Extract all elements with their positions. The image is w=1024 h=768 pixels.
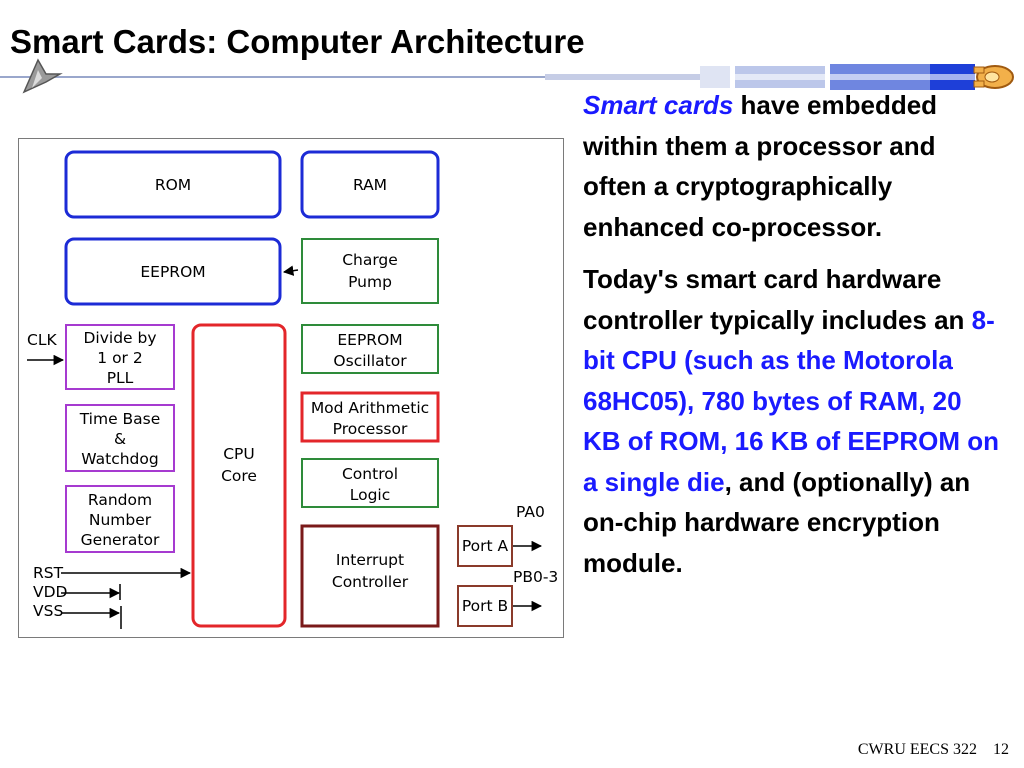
- rng-label-3: Generator: [81, 531, 160, 549]
- pa0-label: PA0: [516, 503, 545, 521]
- signal-arrows: [27, 265, 543, 629]
- eeprom-osc-label-2: Oscillator: [333, 352, 407, 370]
- cpu-label-2: Core: [221, 467, 257, 485]
- eeprom-block: EEPROM: [64, 237, 282, 306]
- paragraph-2-start: Today's smart card hardware controller t…: [583, 264, 972, 335]
- charge-pump-label-1: Charge: [342, 251, 398, 269]
- header-decoration: [0, 58, 1014, 94]
- random-number-generator-block: Random Number Generator: [65, 485, 175, 553]
- ram-block: RAM: [300, 150, 440, 219]
- divide-label-2: 1 or 2: [97, 349, 142, 367]
- slide-footer: CWRU EECS 322 12: [858, 741, 1009, 759]
- paragraph-smart-cards: Smart cards have embedded within them a …: [583, 85, 1003, 247]
- divide-pll-block: Divide by 1 or 2 PLL: [65, 324, 175, 390]
- vss-label: VSS: [33, 602, 63, 620]
- architecture-diagram: ROM RAM EEPROM Charge Pump Divide by 1 o…: [18, 138, 564, 638]
- signal-labels: CLK RST VDD VSS PA0 PB0-3: [27, 331, 558, 620]
- eeprom-osc-label-1: EEPROM: [337, 331, 402, 349]
- divide-label-3: PLL: [107, 369, 134, 387]
- charge-pump-label-2: Pump: [348, 273, 392, 291]
- paragraph-2-end: , and (optionally) an on-chip hardware e…: [583, 466, 971, 578]
- charge-pump-to-eeprom-arrow: [282, 265, 299, 276]
- control-logic-block: Control Logic: [301, 458, 439, 508]
- port-a-label: Port A: [462, 537, 509, 555]
- port-b-label: Port B: [462, 597, 508, 615]
- cpu-label-1: CPU: [223, 445, 255, 463]
- paragraph-1-rest: have embedded within them a processor an…: [583, 90, 938, 242]
- time-base-label-1: Time Base: [79, 410, 161, 428]
- vdd-label: VDD: [33, 583, 68, 601]
- port-b-block: Port B: [457, 585, 513, 627]
- starfleet-insignia-icon: [22, 58, 63, 94]
- time-base-label-3: Watchdog: [81, 450, 158, 468]
- rng-label-2: Number: [89, 511, 152, 529]
- mod-arith-label-1: Mod Arithmetic: [311, 399, 429, 417]
- slide-title: Smart Cards: Computer Architecture: [10, 23, 585, 60]
- description-text: Smart cards have embedded within them a …: [583, 85, 1003, 583]
- time-base-label-2: &: [114, 430, 126, 448]
- starship-icon: [973, 65, 1014, 89]
- eeprom-oscillator-block: EEPROM Oscillator: [301, 324, 439, 374]
- interrupt-label-1: Interrupt: [336, 551, 404, 569]
- header-rule: [0, 64, 975, 90]
- port-a-block: Port A: [457, 525, 513, 567]
- mod-arithmetic-block: Mod Arithmetic Processor: [300, 391, 440, 443]
- footer-page-number: 12: [993, 741, 1009, 758]
- rom-label: ROM: [155, 176, 191, 194]
- interrupt-controller-block: Interrupt Controller: [300, 524, 440, 628]
- mod-arith-label-2: Processor: [333, 420, 408, 438]
- control-logic-label-1: Control: [342, 465, 398, 483]
- control-logic-label-2: Logic: [350, 486, 391, 504]
- rng-label-1: Random: [88, 491, 152, 509]
- paragraph-hardware-controller: Today's smart card hardware controller t…: [583, 259, 1003, 583]
- rom-block: ROM: [64, 150, 282, 219]
- paragraph-2-highlight: 8-bit CPU (such as the Motorola 68HC05),…: [583, 304, 999, 497]
- pb0-3-label: PB0-3: [513, 568, 558, 586]
- cpu-core-block: CPU Core: [191, 323, 287, 628]
- charge-pump-block: Charge Pump: [301, 238, 439, 304]
- eeprom-label: EEPROM: [140, 263, 205, 281]
- clk-label: CLK: [27, 331, 57, 349]
- diagram-canvas: ROM RAM EEPROM Charge Pump Divide by 1 o…: [27, 150, 558, 629]
- rst-label: RST: [33, 564, 64, 582]
- smart-cards-term: Smart cards: [583, 90, 734, 120]
- ram-label: RAM: [353, 176, 387, 194]
- footer-course: CWRU EECS 322: [857, 741, 977, 758]
- interrupt-label-2: Controller: [332, 573, 409, 591]
- divide-label-1: Divide by: [83, 329, 156, 347]
- time-base-watchdog-block: Time Base & Watchdog: [65, 404, 175, 472]
